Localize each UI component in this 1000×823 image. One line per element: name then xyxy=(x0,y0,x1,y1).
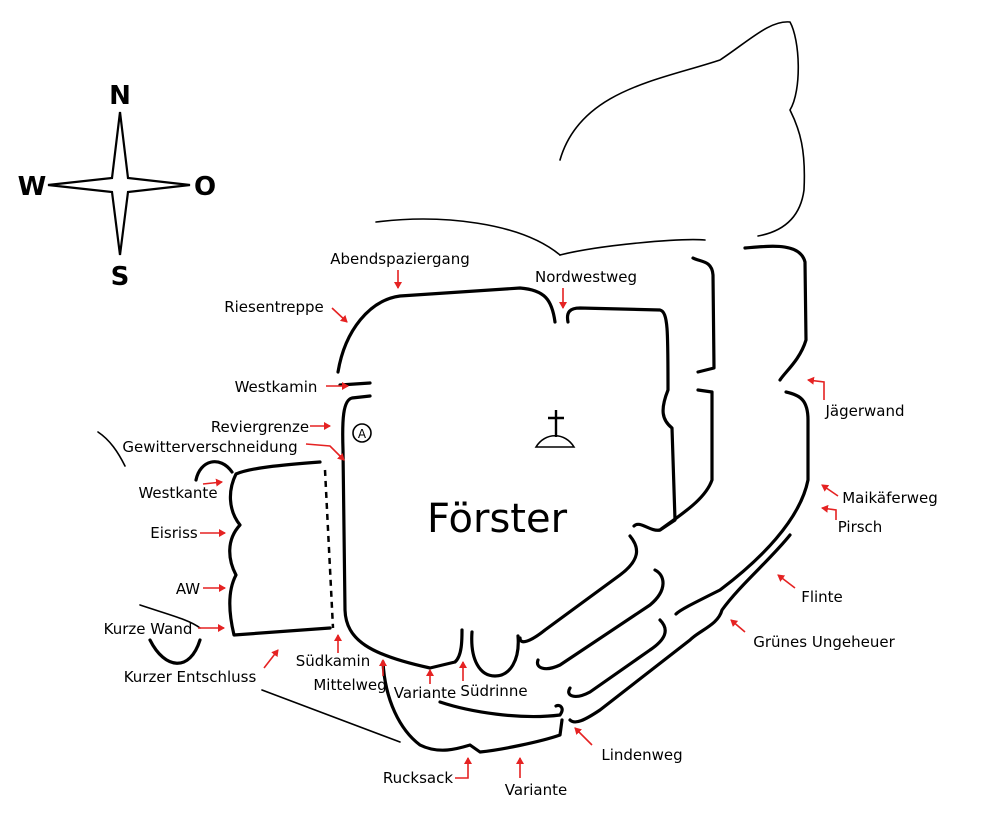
arrow-westkante xyxy=(202,478,223,487)
compass-rose: N S W O xyxy=(18,81,216,292)
south-slab-2 xyxy=(535,568,665,671)
route-eisriss: Eisriss xyxy=(150,524,198,542)
compass-north: N xyxy=(109,81,131,111)
summit-cross-icon xyxy=(534,410,576,448)
rucksack-slab xyxy=(381,660,564,754)
route-westkamin: Westkamin xyxy=(235,378,318,396)
arrow-maikaeferweg xyxy=(821,484,839,497)
route-abendspaziergang: Abendspaziergang xyxy=(330,250,469,268)
route-kurze-wand: Kurze Wand xyxy=(104,620,193,638)
route-mittelweg: Mittelweg xyxy=(313,676,386,694)
foerster-east xyxy=(565,306,677,532)
suedrinne-lobe xyxy=(470,630,520,678)
route-labels: Abendspaziergang Nordwestweg Riesentrepp… xyxy=(104,250,938,799)
arrow-flinte xyxy=(777,574,796,589)
route-aw: AW xyxy=(176,580,200,598)
route-riesentreppe: Riesentreppe xyxy=(224,298,324,316)
compass-south: S xyxy=(111,262,130,292)
route-kurzer-entschluss: Kurzer Entschluss xyxy=(124,668,257,686)
ridge-line-2 xyxy=(559,238,706,256)
south-slab-1 xyxy=(518,534,639,644)
east-fin-2-top xyxy=(743,244,808,382)
south-slab-3 xyxy=(567,618,667,698)
route-arrows xyxy=(198,270,839,779)
westkante-block xyxy=(194,460,234,482)
route-gewitterverschneidung: Gewitterverschneidung xyxy=(122,438,297,456)
route-jaegerwand: Jägerwand xyxy=(824,402,904,420)
route-rucksack: Rucksack xyxy=(383,769,453,787)
route-nordwestweg: Nordwestweg xyxy=(535,268,637,286)
compass-east: O xyxy=(194,172,216,202)
boulder-line-1 xyxy=(97,431,126,467)
rock-outlines xyxy=(97,21,810,754)
north-summit xyxy=(559,21,806,237)
svg-text:A: A xyxy=(358,427,367,441)
arrow-riesentreppe xyxy=(331,307,348,323)
route-lindenweg: Lindenweg xyxy=(601,746,682,764)
east-fin-1-bottom xyxy=(658,388,714,532)
arrow-jaegerwand xyxy=(807,376,825,400)
route-westkante: Westkante xyxy=(138,484,217,502)
east-fin-2-bottom xyxy=(674,390,810,616)
map-title: Förster xyxy=(427,496,568,542)
kurze-wand-block xyxy=(148,638,202,665)
variante-slab xyxy=(438,700,564,719)
arrow-kurzer-entschluss xyxy=(263,649,279,669)
reviergrenze-dashed xyxy=(323,469,335,629)
compass-west: W xyxy=(18,172,47,202)
kurzer-entschluss-leader xyxy=(261,689,401,743)
gruenes-ungeheuer-edge xyxy=(568,533,792,724)
route-variante-2: Variante xyxy=(505,781,567,799)
route-flinte: Flinte xyxy=(801,588,843,606)
route-variante-1: Variante xyxy=(394,684,456,702)
route-suedkamin: Südkamin xyxy=(296,652,370,670)
arrow-rucksack xyxy=(455,757,472,779)
route-maikaeferweg: Maikäferweg xyxy=(842,489,938,507)
route-suedrinne: Südrinne xyxy=(460,682,527,700)
arrow-pirsch xyxy=(821,504,837,520)
arrow-gewitterverschneidung xyxy=(305,443,345,461)
route-reviergrenze: Reviergrenze xyxy=(211,418,309,436)
west-tower xyxy=(228,460,332,637)
route-gruenes-ungeheuer: Grünes Ungeheuer xyxy=(753,633,895,651)
anchor-marker: A xyxy=(352,423,372,443)
arrow-gruenes-ungeheuer xyxy=(730,619,746,633)
kurze-wand-line xyxy=(139,604,201,629)
east-fin-1-top xyxy=(691,256,716,374)
ridge-line xyxy=(375,218,561,256)
foerster-west xyxy=(341,394,464,670)
westkamin-notch-top xyxy=(338,381,372,387)
route-pirsch: Pirsch xyxy=(838,518,883,536)
foerster-top xyxy=(336,286,557,374)
arrow-lindenweg xyxy=(574,727,593,746)
